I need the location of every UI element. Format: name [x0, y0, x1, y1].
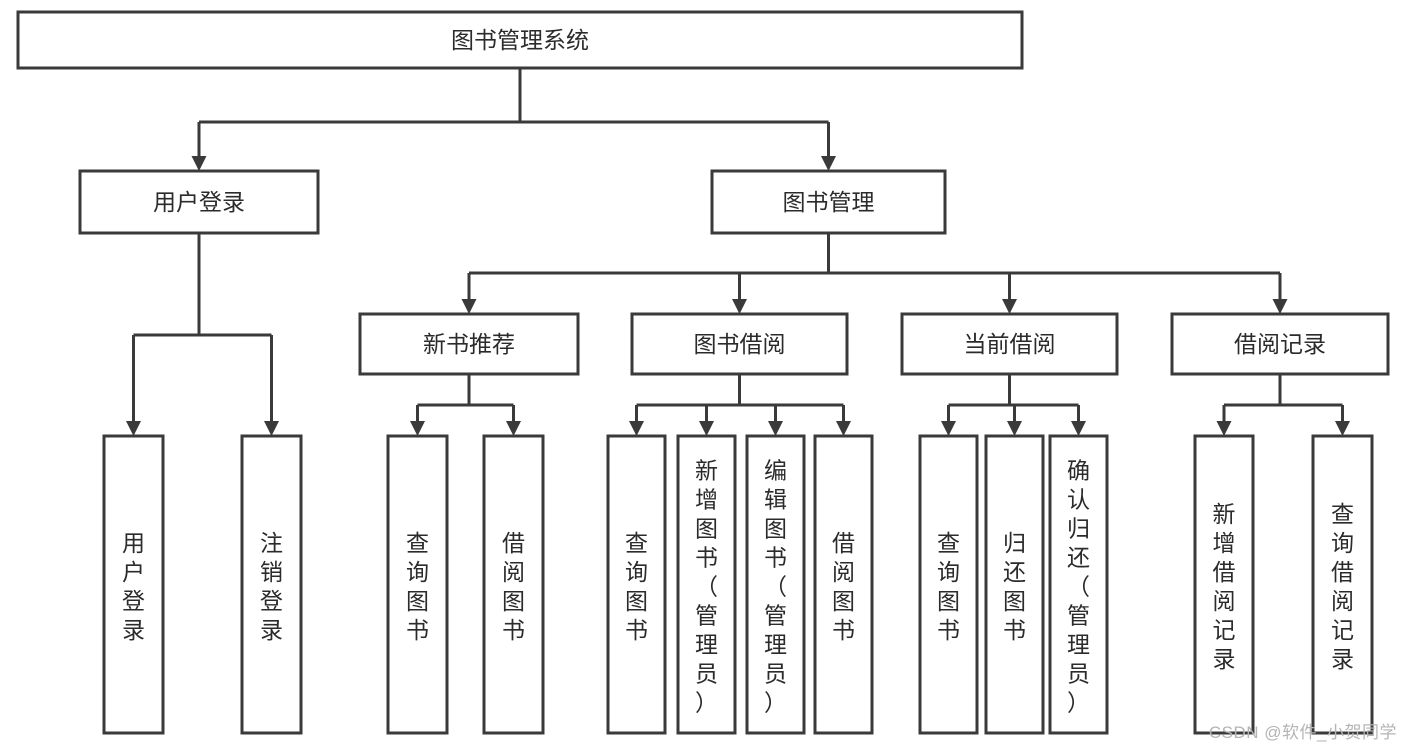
- arrow-head: [836, 421, 851, 436]
- node-label: 注销登录: [260, 530, 283, 643]
- node-label: 用户登录: [153, 189, 245, 215]
- arrow-head: [821, 156, 836, 171]
- node-label: 查询图书: [406, 530, 429, 643]
- node-box[interactable]: [918, 434, 979, 735]
- node-root-root[interactable]: 图书管理系统: [16, 10, 1024, 70]
- arrow-head: [768, 421, 783, 436]
- node-box[interactable]: [1048, 434, 1109, 735]
- node-box[interactable]: [984, 434, 1045, 735]
- arrow-head: [1002, 299, 1017, 314]
- node-label: 当前借阅: [964, 331, 1056, 357]
- node-box[interactable]: [1193, 434, 1255, 735]
- node-label: 新增图书（管理员）: [695, 458, 718, 716]
- node-box[interactable]: [240, 434, 303, 735]
- node-label: 图书管理系统: [451, 27, 589, 53]
- arrow-head: [461, 299, 477, 314]
- node-book-manage[interactable]: 图书管理: [710, 169, 947, 235]
- node-label: 图书管理: [783, 189, 875, 215]
- node-label: 确认归还（管理员）: [1067, 458, 1090, 716]
- arrow-head: [1007, 421, 1022, 436]
- node-box[interactable]: [102, 434, 165, 735]
- node-box[interactable]: [676, 434, 737, 735]
- node-box[interactable]: [606, 434, 667, 735]
- node-leaf-add-book-admin[interactable]: 新增图书（管理员）: [676, 434, 737, 735]
- nodes-layer: 图书管理系统用户登录图书管理新书推荐图书借阅当前借阅借阅记录用户登录注销登录查询…: [16, 10, 1390, 735]
- node-leaf-query-book-borrow[interactable]: 查询图书: [606, 434, 667, 735]
- node-leaf-user-login[interactable]: 用户登录: [102, 434, 165, 735]
- node-leaf-confirm-return-admin[interactable]: 确认归还（管理员）: [1048, 434, 1109, 735]
- node-label: 新书推荐: [423, 331, 515, 357]
- node-label: 图书借阅: [694, 331, 786, 357]
- node-leaf-borrow-book-recommend[interactable]: 借阅图书: [482, 434, 545, 735]
- node-label: 新增借阅记录: [1213, 501, 1236, 672]
- arrow-head: [699, 421, 714, 436]
- node-label: 归还图书: [1003, 530, 1026, 643]
- node-leaf-user-logout[interactable]: 注销登录: [240, 434, 303, 735]
- node-leaf-query-borrow-record[interactable]: 查询借阅记录: [1311, 434, 1374, 735]
- node-box[interactable]: [78, 169, 320, 235]
- node-box[interactable]: [900, 312, 1119, 376]
- node-leaf-edit-book-admin[interactable]: 编辑图书（管理员）: [745, 434, 806, 735]
- node-label: 查询借阅记录: [1331, 501, 1354, 672]
- node-box[interactable]: [358, 312, 580, 376]
- node-borrow-record[interactable]: 借阅记录: [1170, 312, 1390, 376]
- node-leaf-add-borrow-record[interactable]: 新增借阅记录: [1193, 434, 1255, 735]
- node-box[interactable]: [813, 434, 874, 735]
- node-leaf-query-book-recommend[interactable]: 查询图书: [386, 434, 449, 735]
- arrow-head: [506, 421, 521, 436]
- node-box[interactable]: [745, 434, 806, 735]
- arrow-head: [126, 421, 141, 436]
- arrow-head: [410, 421, 425, 436]
- node-box[interactable]: [710, 169, 947, 235]
- node-label: 用户登录: [122, 530, 145, 643]
- node-label: 查询图书: [937, 530, 960, 643]
- node-book-borrow[interactable]: 图书借阅: [630, 312, 849, 376]
- node-box[interactable]: [1311, 434, 1374, 735]
- connectors-layer: [126, 68, 1350, 436]
- arrow-head: [191, 156, 207, 171]
- node-leaf-borrow-book[interactable]: 借阅图书: [813, 434, 874, 735]
- node-user-login[interactable]: 用户登录: [78, 169, 320, 235]
- node-label: 借阅图书: [502, 530, 525, 643]
- node-box[interactable]: [16, 10, 1024, 70]
- arrow-head: [1335, 421, 1350, 436]
- node-leaf-return-book[interactable]: 归还图书: [984, 434, 1045, 735]
- watermark-label: CSDN @软件_小贺同学: [1208, 723, 1397, 742]
- node-box[interactable]: [1170, 312, 1390, 376]
- node-current-borrow[interactable]: 当前借阅: [900, 312, 1119, 376]
- node-box[interactable]: [482, 434, 545, 735]
- arrow-head: [1071, 421, 1086, 436]
- node-label: 借阅记录: [1234, 331, 1326, 357]
- node-box[interactable]: [630, 312, 849, 376]
- arrow-head: [629, 421, 644, 436]
- node-label: 查询图书: [625, 530, 648, 643]
- node-label: 借阅图书: [832, 530, 855, 643]
- node-leaf-query-book-current[interactable]: 查询图书: [918, 434, 979, 735]
- arrow-head: [264, 421, 279, 436]
- arrow-head: [1216, 421, 1232, 436]
- arrow-head: [941, 421, 956, 436]
- arrow-head: [1272, 299, 1288, 314]
- node-new-book-recommend[interactable]: 新书推荐: [358, 312, 580, 376]
- arrow-head: [732, 299, 747, 314]
- node-box[interactable]: [386, 434, 449, 735]
- node-label: 编辑图书（管理员）: [764, 458, 787, 716]
